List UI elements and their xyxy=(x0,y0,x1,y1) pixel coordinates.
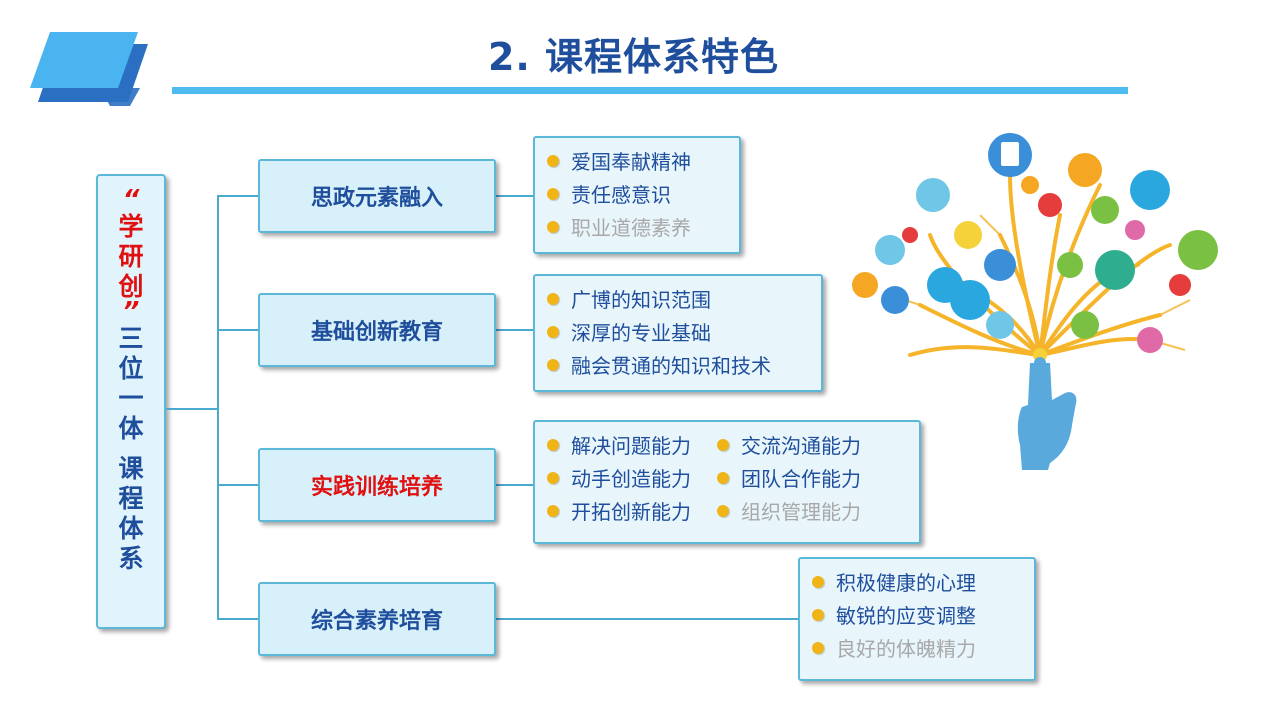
category-comprehensive: 综合素养培育 xyxy=(258,582,496,656)
bullet-dot-icon xyxy=(547,438,559,451)
connector-line xyxy=(217,484,258,486)
bullet-dot-icon xyxy=(717,438,729,451)
panel-char: 研 xyxy=(118,242,144,271)
bullet-dot-icon xyxy=(812,608,824,621)
category-ideology: 思政元素融入 xyxy=(258,159,496,233)
detail-comprehensive: 积极健康的心理 敏锐的应变调整 良好的体魄精力 xyxy=(798,557,1036,681)
list-item: 动手创造能力 xyxy=(547,461,691,494)
list-item: 敏锐的应变调整 xyxy=(812,598,1022,631)
detail-practice: 解决问题能力 动手创造能力 开拓创新能力 交流沟通能力 团队合作能力 组织管理能… xyxy=(533,420,921,544)
connector-line xyxy=(217,195,258,197)
course-system-panel: “ 学 研 创 ” 三 位 一 体 课 程 体 系 xyxy=(96,174,166,629)
connector-line xyxy=(496,484,534,486)
connector-line xyxy=(496,618,798,620)
list-item: 交流沟通能力 xyxy=(717,428,861,461)
quote-open: “ xyxy=(122,185,140,215)
bullet-dot-icon xyxy=(812,641,824,654)
title-divider xyxy=(172,87,1128,94)
bullet-dot-icon xyxy=(547,358,559,371)
panel-char: 创 xyxy=(118,272,144,301)
bullet-dot-icon xyxy=(812,575,824,588)
connector-line xyxy=(496,329,534,331)
bullet-dot-icon xyxy=(547,187,559,200)
tech-tree-hand-icon xyxy=(852,133,1218,470)
connector-line xyxy=(217,618,258,620)
panel-char: 位 xyxy=(118,354,144,383)
connector-line xyxy=(217,195,219,619)
detail-foundation: 广博的知识范围 深厚的专业基础 融会贯通的知识和技术 xyxy=(533,274,823,392)
list-item: 解决问题能力 xyxy=(547,428,691,461)
logo-parallelogram-icon xyxy=(30,32,148,106)
bullet-dot-icon xyxy=(547,220,559,233)
list-item: 积极健康的心理 xyxy=(812,565,1022,598)
connector-line xyxy=(166,408,218,410)
panel-char: 学 xyxy=(118,212,144,241)
panel-char: 三 xyxy=(118,324,144,353)
panel-char: 课 xyxy=(118,454,144,483)
list-item: 融会贯通的知识和技术 xyxy=(547,348,809,381)
bullet-dot-icon xyxy=(547,292,559,305)
list-item: 深厚的专业基础 xyxy=(547,315,809,348)
bullet-dot-icon xyxy=(547,154,559,167)
page-title: 2. 课程体系特色 xyxy=(487,35,780,79)
panel-char: 系 xyxy=(118,544,144,573)
bullet-dot-icon xyxy=(547,325,559,338)
list-item: 组织管理能力 xyxy=(717,494,861,527)
bullet-dot-icon xyxy=(717,471,729,484)
connector-line xyxy=(496,195,534,197)
list-item: 团队合作能力 xyxy=(717,461,861,494)
panel-char: 体 xyxy=(118,514,144,543)
list-item: 职业道德素养 xyxy=(547,210,727,243)
bullet-dot-icon xyxy=(547,471,559,484)
panel-char: 一 xyxy=(118,384,144,413)
category-foundation: 基础创新教育 xyxy=(258,293,496,367)
list-item: 爱国奉献精神 xyxy=(547,144,727,177)
list-item: 广博的知识范围 xyxy=(547,282,809,315)
panel-char: 程 xyxy=(118,484,144,513)
list-item: 责任感意识 xyxy=(547,177,727,210)
quote-close: ” xyxy=(122,297,140,327)
list-item: 开拓创新能力 xyxy=(547,494,691,527)
category-practice: 实践训练培养 xyxy=(258,448,496,522)
list-item: 良好的体魄精力 xyxy=(812,631,1022,664)
detail-ideology: 爱国奉献精神 责任感意识 职业道德素养 xyxy=(533,136,741,254)
connector-line xyxy=(217,329,258,331)
panel-char: 体 xyxy=(118,414,144,443)
bullet-dot-icon xyxy=(547,504,559,517)
bullet-dot-icon xyxy=(717,504,729,517)
